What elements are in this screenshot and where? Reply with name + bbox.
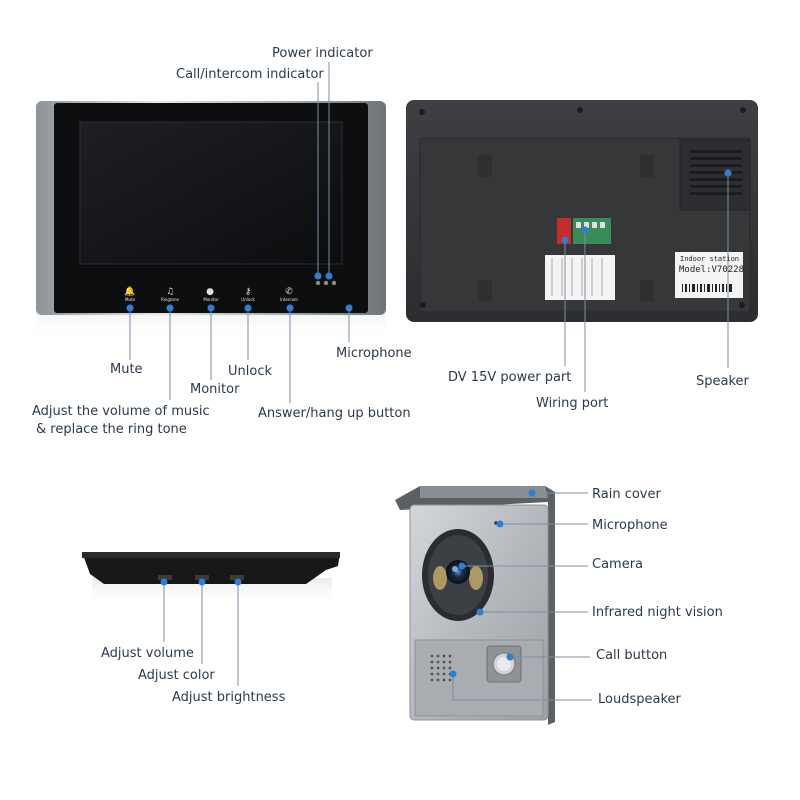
button-caption-unlock: Unlock [241,297,255,302]
button-caption-monitor: Monitor [203,297,219,302]
monitor-side-body [82,552,340,584]
volume-dial [158,575,172,580]
person-icon: ● [206,287,214,297]
ir-led-left [433,566,447,590]
label-infrared: Infrared night vision [592,605,723,620]
call-indicator-led-2 [323,280,329,286]
callout-lines [129,62,729,701]
key-icon: ⚷ [245,287,252,297]
camera-lens [446,560,470,584]
label-call-button: Call button [596,648,668,663]
sticker-model: Model:V70228 [679,265,745,275]
sticker-title: Indoor station [680,255,740,263]
power-indicator-led [331,280,337,286]
bell-icon: 🔔 [124,286,135,297]
label-wiring-port: Wiring port [536,396,609,411]
brightness-dial [230,575,244,580]
screw [577,107,583,113]
call-indicator-led [315,280,321,286]
button-caption-intercom: Intercom [280,297,298,302]
label-call-indicator: Call/intercom indicator [176,67,324,82]
label-power-port: DV 15V power part [448,370,572,385]
loudspeaker-grid [430,654,452,682]
callout-dots [126,169,732,678]
monitor-front: 🔔 ♫ ● ⚷ ✆ [36,101,386,343]
button-caption-mute: Mute [124,297,135,302]
label-monitor: Monitor [190,382,240,397]
monitor-screen [79,121,343,265]
label-speaker: Speaker [696,374,749,389]
label-answer-button: Answer/hang up button [258,406,411,421]
label-camera: Camera [592,557,644,572]
monitor-back [406,100,758,322]
color-dial [195,575,209,580]
label-adjust-color: Adjust color [138,668,215,683]
label-adjust-volume: Adjust volume [101,646,194,661]
screw [419,109,425,115]
monitor-side [82,552,340,608]
label-music-line1: Adjust the volume of music [32,404,210,419]
label-mute: Mute [110,362,143,377]
screw [420,302,426,308]
doorbell-unit [395,486,555,725]
phone-icon: ✆ [285,287,293,297]
screw [740,107,746,113]
label-loudspeaker: Loudspeaker [598,692,681,707]
label-power-indicator: Power indicator [272,46,373,61]
label-adjust-brightness: Adjust brightness [172,690,286,705]
button-caption-ringtone: Ringtone [161,297,179,302]
ir-led-right [469,566,483,590]
screw [739,302,745,308]
power-terminal [557,218,571,244]
wiring-sticker [545,255,615,300]
label-music-line2: & replace the ring tone [36,422,187,437]
label-unlock: Unlock [228,364,272,379]
label-front-microphone: Microphone [336,346,412,361]
music-note-icon: ♫ [166,287,174,297]
label-rain-cover: Rain cover [592,487,661,502]
label-doorbell-microphone: Microphone [592,518,668,533]
wiring-terminal [573,218,611,244]
